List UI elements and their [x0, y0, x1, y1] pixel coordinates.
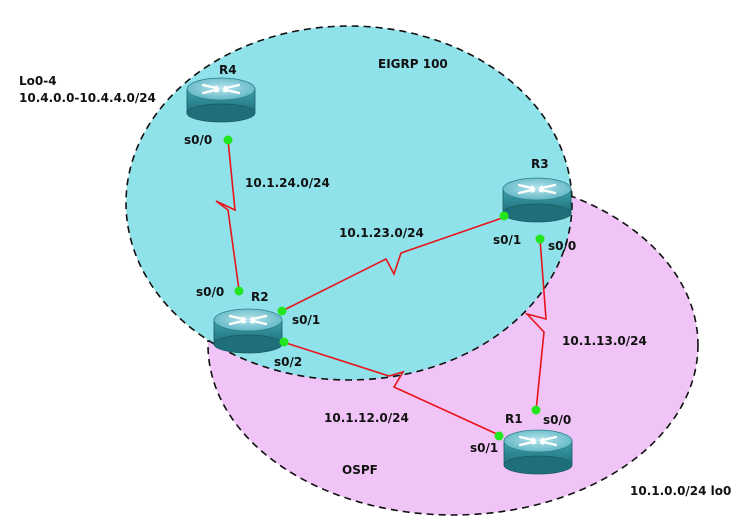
router-r4[interactable]	[185, 76, 257, 124]
router-r3-label: R3	[531, 157, 549, 171]
port-r4-s0-0[interactable]	[223, 135, 233, 145]
r4-loopback-range: 10.4.0.0-10.4.4.0/24	[19, 91, 156, 105]
ports	[223, 135, 545, 441]
subnet-r2-r1-label: 10.1.12.0/24	[324, 411, 409, 425]
if-r3-s0-1-label: s0/1	[493, 233, 521, 247]
subnet-r3-r1-label: 10.1.13.0/24	[562, 334, 647, 348]
link-r2-r3	[281, 216, 506, 312]
if-r2-s0-2-label: s0/2	[274, 355, 302, 369]
port-r2-s0-1[interactable]	[277, 306, 287, 316]
port-r2-s0-0[interactable]	[234, 286, 244, 296]
subnet-r2-r3-label: 10.1.23.0/24	[339, 226, 424, 240]
router-r2[interactable]	[212, 307, 284, 355]
if-r2-s0-0-label: s0/0	[196, 285, 224, 299]
router-r1-label: R1	[505, 412, 523, 426]
link-r4-r2	[215, 139, 240, 291]
port-r1-s0-0[interactable]	[531, 405, 541, 415]
port-r3-s0-0[interactable]	[535, 234, 545, 244]
ospf-area-label: OSPF	[342, 463, 378, 477]
router-r1[interactable]	[502, 428, 574, 476]
link-r2-r1	[282, 341, 500, 436]
port-r3-s0-1[interactable]	[499, 211, 509, 221]
links	[215, 139, 547, 436]
if-r1-s0-0-label: s0/0	[543, 413, 571, 427]
port-r1-s0-1[interactable]	[494, 431, 504, 441]
router-r3[interactable]	[501, 176, 573, 224]
r1-loopback-label: 10.1.0.0/24 lo0	[630, 484, 731, 498]
if-r2-s0-1-label: s0/1	[292, 313, 320, 327]
port-r2-s0-2[interactable]	[279, 337, 289, 347]
eigrp-area-label: EIGRP 100	[378, 57, 448, 71]
if-r1-s0-1-label: s0/1	[470, 441, 498, 455]
if-r4-s0-0-label: s0/0	[184, 133, 212, 147]
if-r3-s0-0-label: s0/0	[548, 239, 576, 253]
router-r2-label: R2	[251, 290, 269, 304]
link-r3-r1	[524, 238, 547, 412]
router-r4-label: R4	[219, 63, 237, 77]
r4-loopback-title: Lo0-4	[19, 74, 57, 88]
subnet-r4-r2-label: 10.1.24.0/24	[245, 176, 330, 190]
